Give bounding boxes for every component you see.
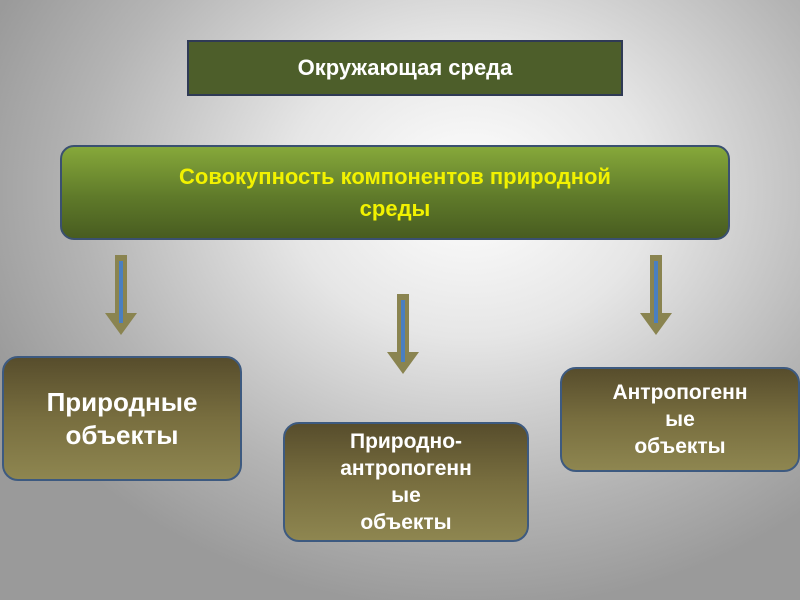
anthropogenic-objects-box: Антропогенн ые объекты bbox=[560, 367, 800, 472]
line: Природно- bbox=[349, 430, 463, 453]
arrow-down-icon bbox=[387, 294, 419, 374]
line: Природные bbox=[46, 386, 198, 417]
title-box: Окружающая среда bbox=[187, 40, 623, 96]
line: антропогенн bbox=[340, 457, 472, 480]
line: Антропогенн bbox=[612, 381, 748, 404]
main-concept-box: Совокупность компонентов природной среды bbox=[60, 145, 730, 240]
main-line-2: среды bbox=[359, 195, 431, 221]
arrow-down-icon bbox=[105, 255, 137, 335]
main-line-1: Совокупность компонентов природной bbox=[179, 163, 611, 189]
line: ые bbox=[391, 484, 421, 507]
line: объекты bbox=[360, 511, 452, 534]
line: объекты bbox=[65, 419, 179, 450]
line: ые bbox=[665, 408, 695, 431]
title-text: Окружающая среда bbox=[297, 55, 513, 80]
arrow-down-icon bbox=[640, 255, 672, 335]
line: объекты bbox=[634, 435, 726, 458]
natural-anthropogenic-objects-box: Природно-антропогенн ые объекты bbox=[283, 422, 529, 542]
